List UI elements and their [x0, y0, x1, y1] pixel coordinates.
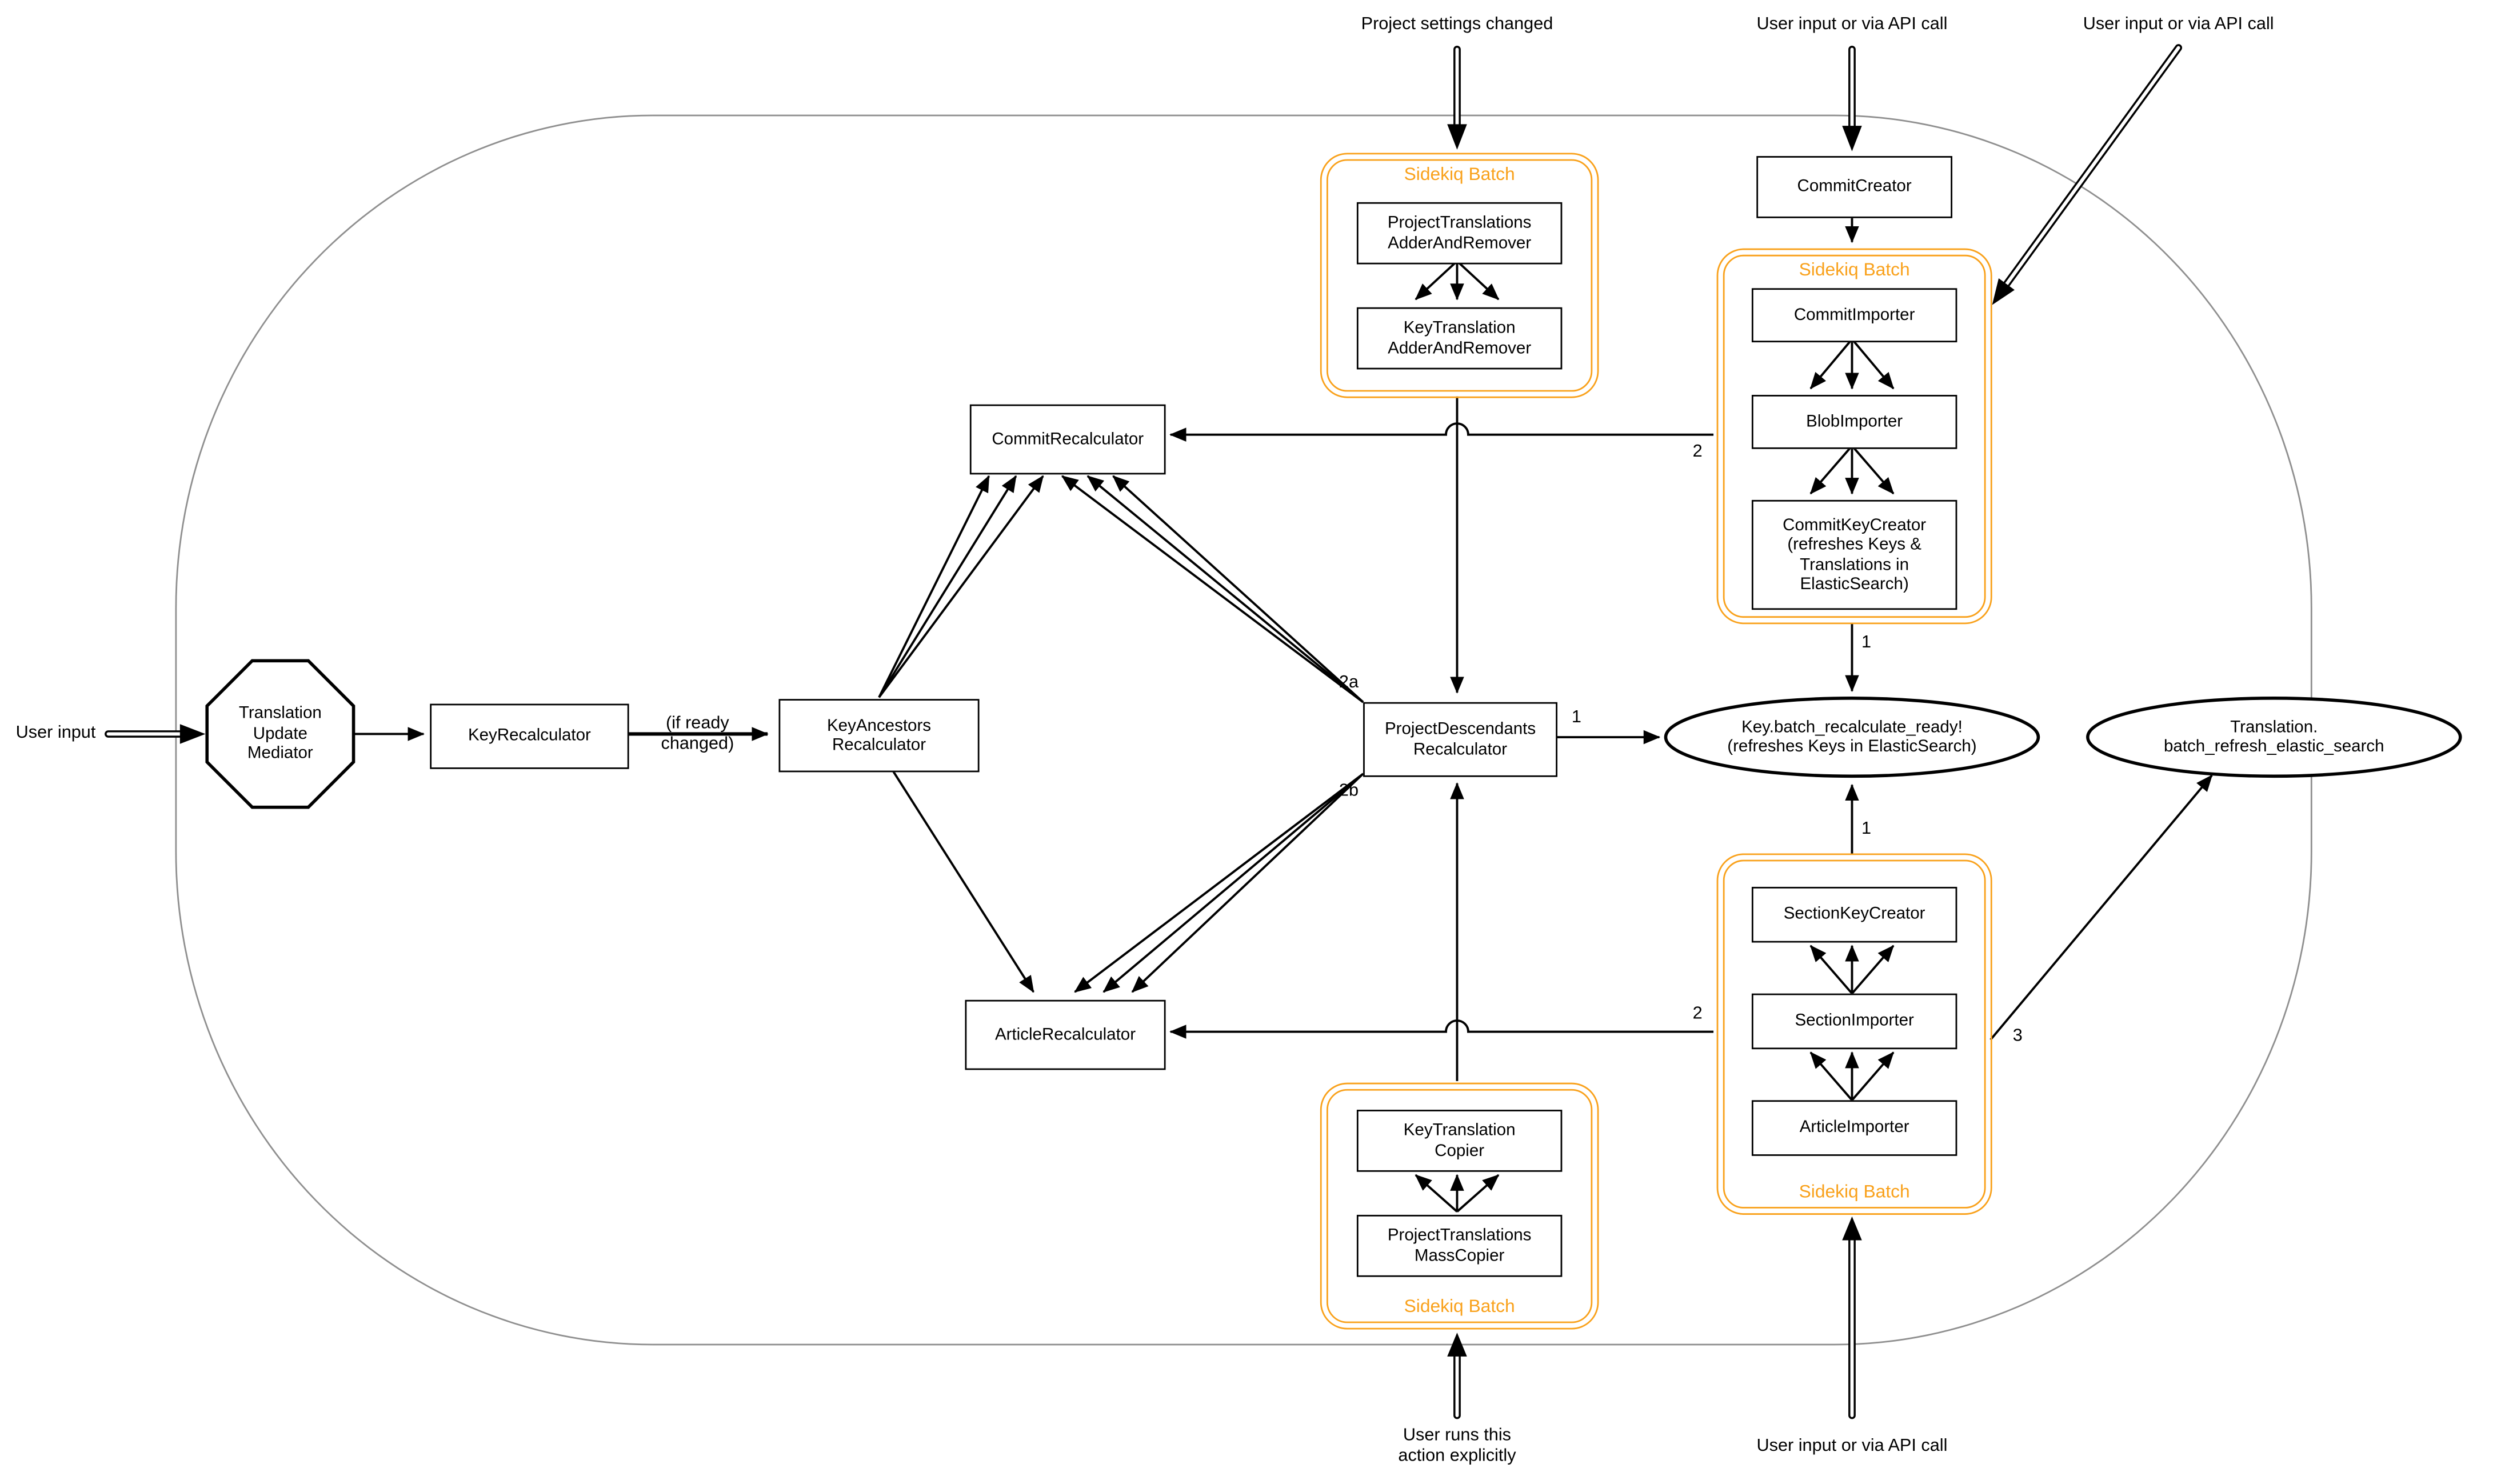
node-commit-key-creator: CommitKeyCreator (refreshes Keys & Trans…	[1751, 499, 1957, 610]
node-commit-recalculator: CommitRecalculator	[969, 404, 1166, 475]
sidekiq-batch-project-settings: Sidekiq Batch	[1320, 153, 1599, 398]
node-commit-importer: CommitImporter	[1751, 288, 1957, 343]
edge-label-if-ready-changed: (if ready changed)	[661, 714, 734, 753]
node-commit-creator: CommitCreator	[1756, 156, 1953, 218]
edge-label-3: 3	[2012, 1026, 2023, 1046]
node-project-translations-mass-copier: ProjectTranslations MassCopier	[1356, 1214, 1563, 1277]
edge-fan-blobimporter-to-commitkeycreator	[1809, 445, 1895, 495]
translation-update-mediator-shape	[205, 659, 355, 809]
node-key-translation-copier: KeyTranslation Copier	[1356, 1110, 1563, 1172]
edge-label-2-commit: 2	[1692, 442, 1703, 462]
key-batch-ready-shape	[1664, 697, 2040, 778]
edge-rightbatch-to-commitrecalculator	[1169, 422, 1714, 442]
edge-userinputapi-to-rightbatch	[1992, 44, 2183, 305]
edge-fan-masscopier-to-ktcopier	[1415, 1174, 1500, 1213]
edge-userinput-to-mediator	[105, 724, 206, 744]
sidekiq-batch-label: Sidekiq Batch	[1799, 1183, 1910, 1202]
edge-label-1-lowerrightbatch: 1	[1861, 819, 1872, 839]
label-user-input-api-topright: User input or via API call	[2083, 14, 2274, 34]
label-user-input-api-top: User input or via API call	[1756, 14, 1948, 34]
edge-fan-sectionimporter-to-sectionkeycreator	[1809, 945, 1895, 994]
translation-refresh-shape	[2086, 697, 2462, 778]
edge-lowerrightbatch-to-articlerecalculator	[1169, 1019, 1714, 1039]
node-key-batch-recalculate-ready: Key.batch_recalculate_ready! (refreshes …	[1727, 717, 1977, 757]
edge-label-2-article: 2	[1692, 1004, 1703, 1023]
node-article-importer: ArticleImporter	[1751, 1100, 1957, 1156]
node-translation-batch-refresh-elastic-search: Translation. batch_refresh_elastic_searc…	[2164, 717, 2384, 757]
node-key-translation-adder-and-remover: KeyTranslation AdderAndRemover	[1356, 307, 1563, 370]
edge-fan-articleimporter-to-sectionimporter	[1809, 1051, 1895, 1101]
sidekiq-batch-label: Sidekiq Batch	[1404, 1297, 1515, 1317]
node-blob-importer: BlobImporter	[1751, 395, 1957, 449]
edge-fan-commitimporter-to-blobimporter	[1809, 338, 1895, 390]
node-section-importer: SectionImporter	[1751, 993, 1957, 1050]
node-article-recalculator: ArticleRecalculator	[965, 999, 1166, 1070]
edge-label-1-projectdescendants: 1	[1571, 708, 1581, 727]
edge-userruns-to-bottombatch	[1447, 1333, 1467, 1419]
edge-projectsettings-to-topbatch	[1447, 45, 1467, 150]
label-user-runs-explicitly: User runs this action explicitly	[1398, 1426, 1516, 1467]
edge-fan-projectdescendants-to-articlerecalculator-2b	[1074, 773, 1364, 993]
edge-fan-keyancestors-to-commitrecalculator	[878, 475, 1044, 698]
edge-lowerrightbatch-to-translationrefresh	[1989, 774, 2213, 1041]
edge-userinputapi-to-commitcreator	[1842, 45, 1862, 151]
sidekiq-batch-label: Sidekiq Batch	[1404, 165, 1515, 185]
edge-userinputapi-to-lowerrightbatch	[1842, 1216, 1862, 1419]
label-project-settings-changed: Project settings changed	[1361, 14, 1553, 34]
label-user-input: User input	[15, 723, 96, 743]
node-key-recalculator: KeyRecalculator	[430, 703, 629, 769]
sidekiq-batch-article-import: Sidekiq Batch	[1716, 853, 1992, 1215]
node-translation-update-mediator: Translation Update Mediator	[238, 704, 322, 763]
node-key-ancestors-recalculator: KeyAncestors Recalculator	[778, 699, 980, 773]
edge-fan-projectdescendants-to-commitrecalculator-2a	[1061, 475, 1364, 703]
edge-fan-ptadder-to-ktadder	[1415, 260, 1500, 301]
node-section-key-creator: SectionKeyCreator	[1751, 886, 1957, 943]
node-project-translations-adder-and-remover: ProjectTranslations AdderAndRemover	[1356, 202, 1563, 265]
edge-label-1-rightbatch: 1	[1861, 633, 1872, 653]
edge-keyancestors-to-articlerecalculator	[890, 768, 1034, 993]
node-project-descendants-recalculator: ProjectDescendants Recalculator	[1363, 702, 1558, 777]
edge-label-2b: 2b	[1339, 781, 1359, 801]
sidekiq-batch-commit-import: Sidekiq Batch	[1716, 248, 1992, 625]
sidekiq-batch-label: Sidekiq Batch	[1799, 261, 1910, 281]
edge-label-2a: 2a	[1339, 673, 1359, 693]
label-user-input-api-bottom: User input or via API call	[1756, 1437, 1948, 1456]
sidekiq-batch-mass-copy: Sidekiq Batch	[1320, 1082, 1599, 1330]
